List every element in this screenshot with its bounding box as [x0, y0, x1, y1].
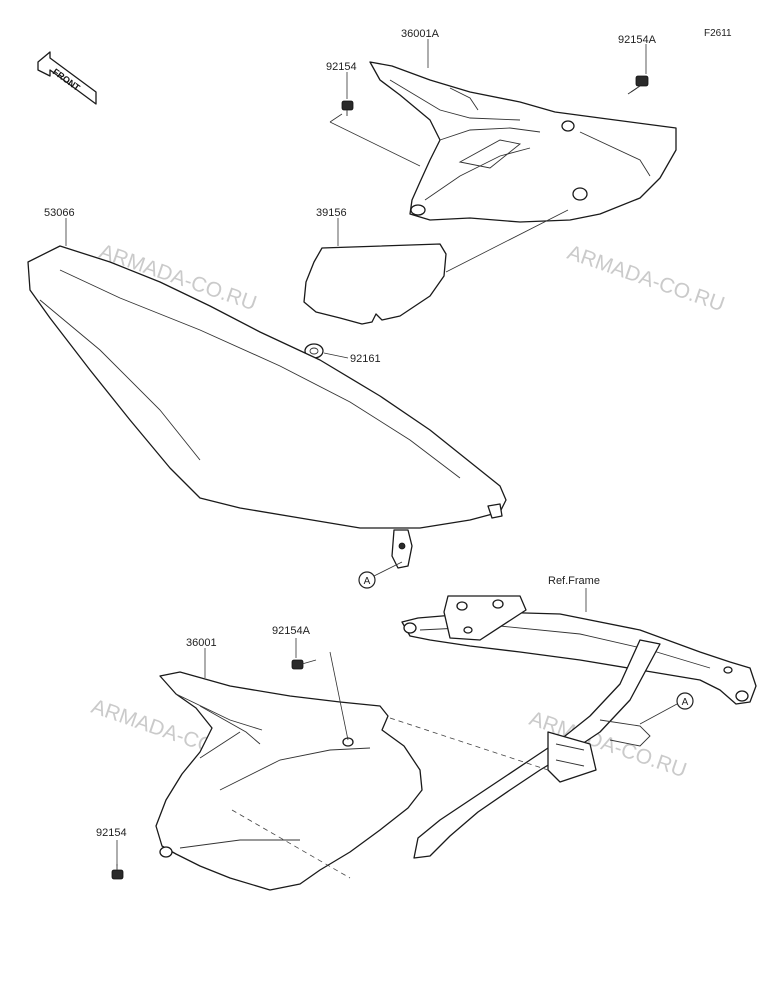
- bolt-92154-bottom: [111, 864, 124, 880]
- seat-53066: [27, 245, 507, 569]
- bolt-92154A-bottom: [291, 659, 317, 670]
- callout-a-frame-label: A: [682, 697, 689, 708]
- watermark-2: ARMADA-CO.RU: [564, 241, 727, 316]
- leader-39156-to-cover: [445, 209, 569, 273]
- bolt-92154-top: [341, 100, 354, 116]
- bolt-92154A-top: [627, 75, 649, 95]
- figure-code: F2611: [704, 28, 732, 39]
- callout-a-seat-label: A: [364, 576, 371, 587]
- label-92154-top: 92154: [326, 61, 357, 73]
- label-53066: 53066: [44, 207, 75, 219]
- label-92154-bottom: 92154: [96, 827, 127, 839]
- callout-a-frame: [676, 692, 694, 710]
- label-36001A: 36001A: [401, 28, 440, 40]
- front-arrow-icon: FRONT: [37, 51, 97, 105]
- leader-92161: [323, 352, 349, 359]
- label-ref-frame: Ref.Frame: [548, 575, 600, 587]
- side-cover-36001: [155, 671, 423, 891]
- pad-39156: [303, 243, 447, 325]
- label-92154A-top: 92154A: [618, 34, 657, 46]
- label-39156: 39156: [316, 207, 347, 219]
- label-92154A-bottom: 92154A: [272, 625, 311, 637]
- leader-92154-top-to-cover: [329, 121, 421, 167]
- label-36001: 36001: [186, 637, 217, 649]
- callout-a-seat: [358, 571, 376, 589]
- side-cover-36001A: [369, 61, 677, 223]
- frame-reference: [401, 595, 757, 859]
- label-92161: 92161: [350, 353, 381, 365]
